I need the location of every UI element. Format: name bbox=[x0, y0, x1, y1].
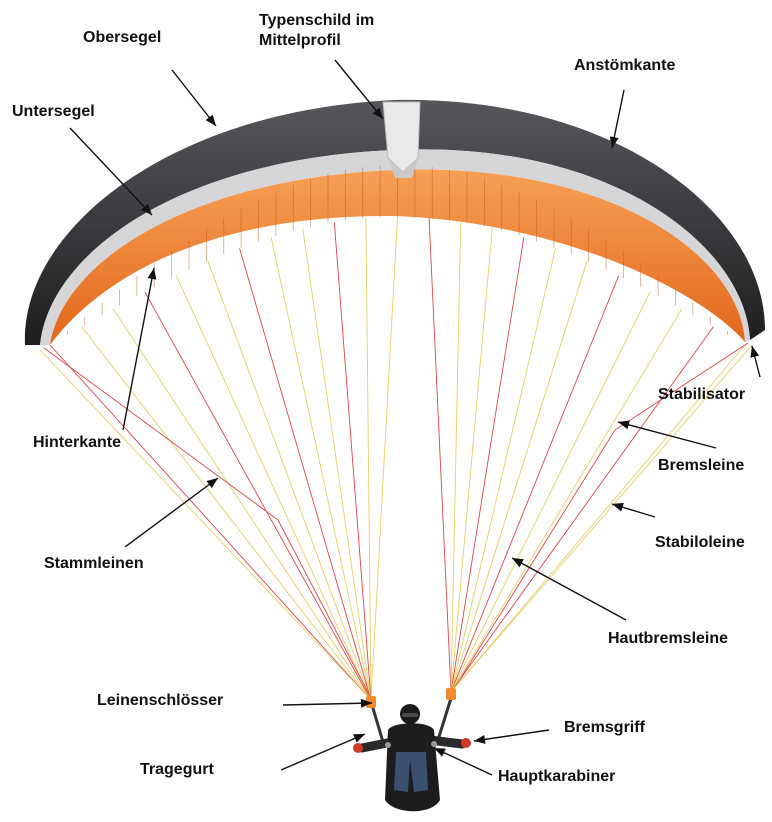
arrow-obersegel bbox=[172, 70, 216, 126]
arrow-hautbremsleine bbox=[512, 558, 626, 620]
suspension-line bbox=[451, 248, 555, 692]
riser-right bbox=[438, 695, 452, 740]
arrow-tragegurt bbox=[281, 734, 365, 770]
suspension-line bbox=[366, 218, 371, 700]
brake-handle-left bbox=[353, 743, 363, 753]
arrow-stabiloleine bbox=[612, 503, 655, 517]
suspension-lines bbox=[40, 217, 752, 700]
arrow-anstroemkante bbox=[610, 90, 624, 148]
pilot-visor bbox=[402, 713, 418, 717]
label-hautbremsleine: Hautbremsleine bbox=[608, 629, 728, 648]
suspension-line bbox=[429, 218, 451, 692]
stabilo-line bbox=[40, 350, 371, 700]
quick-link-right bbox=[446, 688, 456, 700]
arrow-stammleinen bbox=[125, 478, 218, 547]
label-bremsgriff: Bremsgriff bbox=[564, 718, 645, 737]
suspension-line bbox=[451, 237, 524, 692]
suspension-line bbox=[451, 261, 587, 692]
label-hinterkante: Hinterkante bbox=[33, 433, 121, 452]
arrow-bremsleine bbox=[618, 420, 716, 448]
suspension-line bbox=[113, 309, 371, 700]
main-carabiner-left bbox=[385, 742, 391, 748]
arrow-bremsgriff bbox=[474, 730, 549, 744]
label-stabiloleine: Stabiloleine bbox=[655, 533, 745, 552]
label-stammleinen: Stammleinen bbox=[44, 554, 144, 573]
suspension-line bbox=[371, 217, 398, 700]
suspension-line bbox=[50, 345, 371, 700]
main-carabiner-right bbox=[431, 741, 437, 747]
label-stabilisator: Stabilisator bbox=[658, 385, 745, 404]
suspension-line bbox=[334, 222, 371, 700]
label-anstroemkante: Anstömkante bbox=[574, 56, 675, 75]
suspension-line bbox=[451, 222, 461, 692]
suspension-line bbox=[240, 248, 371, 700]
brake-handle-right bbox=[461, 738, 471, 748]
suspension-line bbox=[451, 276, 619, 692]
canopy bbox=[25, 100, 765, 345]
arrow-stabilisator bbox=[750, 346, 760, 377]
label-tragegurt: Tragegurt bbox=[140, 760, 214, 779]
pilot bbox=[353, 688, 471, 811]
suspension-line bbox=[271, 237, 371, 700]
label-obersegel: Obersegel bbox=[83, 28, 161, 47]
brake-line bbox=[452, 430, 615, 692]
suspension-line bbox=[303, 229, 371, 700]
arrow-hauptkarabiner bbox=[434, 748, 492, 775]
riser-left bbox=[372, 705, 383, 742]
label-hauptkarabiner: Hauptkarabiner bbox=[498, 767, 615, 786]
label-typenschild-line2: Mittelprofil bbox=[259, 31, 341, 50]
suspension-line bbox=[208, 261, 371, 700]
label-bremsleine: Bremsleine bbox=[658, 456, 744, 475]
suspension-line bbox=[82, 327, 371, 700]
label-untersegel: Untersegel bbox=[12, 102, 95, 121]
suspension-line bbox=[145, 292, 371, 700]
label-typenschild-line1: Typenschild im bbox=[259, 11, 374, 30]
arrow-leinenschloesser bbox=[283, 699, 372, 708]
label-leinenschloesser: Leinenschlösser bbox=[97, 691, 223, 710]
